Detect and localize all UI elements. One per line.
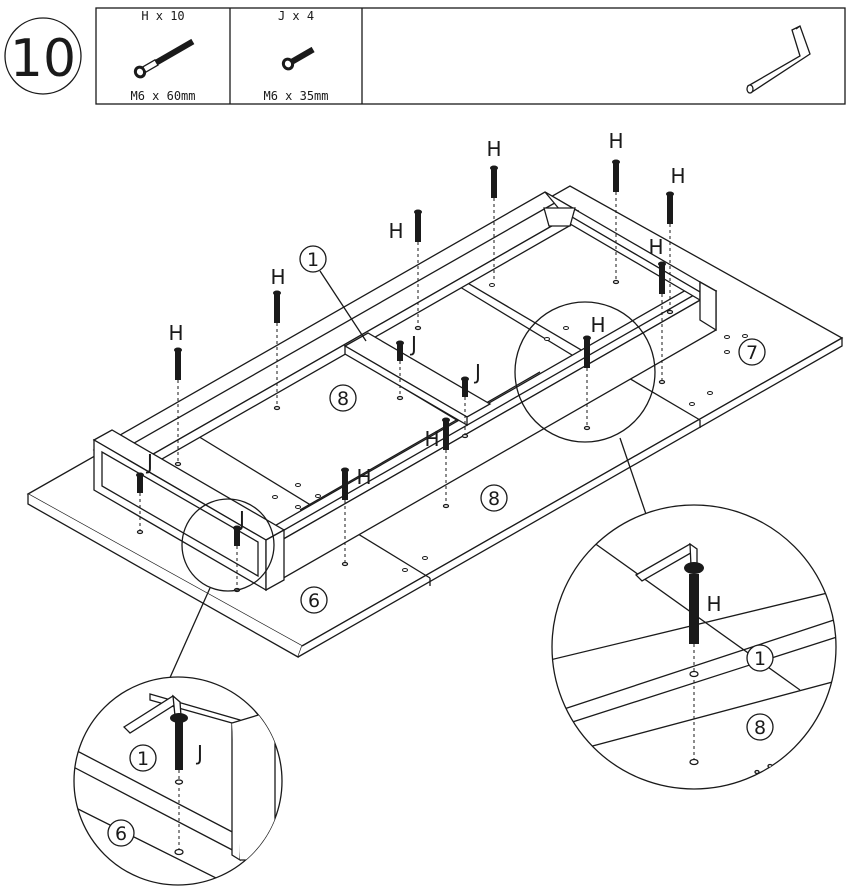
bolt-j-qty: J x 4 xyxy=(278,9,314,23)
svg-text:8: 8 xyxy=(754,717,766,739)
bolt-h: H xyxy=(666,164,686,315)
part-1-callout: 1 xyxy=(129,744,157,772)
part-8-callout: 8 xyxy=(746,713,774,741)
j-label: J xyxy=(237,507,245,531)
h-label: H xyxy=(486,137,501,161)
detail-view-h: H 1 8 xyxy=(551,504,837,790)
h-label: H xyxy=(168,321,183,345)
bolt-j: J xyxy=(396,332,417,401)
j-label: J xyxy=(473,360,481,384)
bolt-j-size: M6 x 35mm xyxy=(263,89,328,103)
bolt-j-markers: J J J J xyxy=(136,332,481,593)
bolt-h: H xyxy=(424,417,450,509)
frame xyxy=(92,191,718,592)
part-6-callout: 6 xyxy=(300,586,328,614)
detail-view-j: J 1 6 xyxy=(73,676,283,886)
parts-table: H x 10 M6 x 60mm J x 4 M6 x 35mm xyxy=(95,7,846,105)
svg-text:7: 7 xyxy=(746,342,758,364)
bolt-h-size: M6 x 60mm xyxy=(130,89,195,103)
h-label: H xyxy=(388,219,403,243)
allen-key-icon xyxy=(746,25,811,94)
svg-text:6: 6 xyxy=(115,823,127,845)
bolt-h-markers: H H H H H xyxy=(168,129,686,567)
short-bolt-icon xyxy=(281,46,315,71)
svg-text:1: 1 xyxy=(137,748,149,770)
bolt-h: H xyxy=(341,465,372,567)
svg-text:8: 8 xyxy=(488,488,500,510)
bolt-h-qty: H x 10 xyxy=(141,9,184,23)
bolt-h: H xyxy=(583,313,606,431)
svg-text:6: 6 xyxy=(308,590,320,612)
step-number: 10 xyxy=(10,29,76,89)
h-label: H xyxy=(648,235,663,259)
step-badge: 10 xyxy=(4,17,82,95)
j-label: J xyxy=(409,332,417,356)
bolt-h: H xyxy=(608,129,624,285)
h-label: H xyxy=(270,265,285,289)
part-8-callout: 8 xyxy=(480,484,508,512)
part-6-callout: 6 xyxy=(107,819,135,847)
part-7-callout: 7 xyxy=(738,338,766,366)
part-callouts: 1 8 8 7 6 xyxy=(299,245,766,614)
bolt-j: J xyxy=(136,450,153,535)
bolt-h: H xyxy=(486,137,502,282)
h-label: H xyxy=(608,129,623,153)
part-8-callout: 8 xyxy=(329,384,357,412)
svg-text:8: 8 xyxy=(337,388,349,410)
part-1-callout: 1 xyxy=(746,644,774,672)
bolt-h: H xyxy=(168,321,184,467)
h-label: H xyxy=(356,465,371,489)
part-1-callout: 1 xyxy=(299,245,367,342)
bolt-j: J xyxy=(461,360,481,439)
bolt-h: H xyxy=(388,209,422,331)
h-label: H xyxy=(424,427,439,451)
h-label: H xyxy=(590,313,605,337)
h-detail-label: H xyxy=(706,592,721,616)
j-label: J xyxy=(145,450,153,474)
j-detail-label: J xyxy=(195,741,203,765)
h-label: H xyxy=(670,164,685,188)
svg-text:1: 1 xyxy=(754,648,766,670)
long-bolt-icon xyxy=(133,38,195,79)
svg-text:1: 1 xyxy=(307,249,319,271)
bolt-h: H xyxy=(648,235,666,385)
bolt-h: H xyxy=(270,265,286,411)
